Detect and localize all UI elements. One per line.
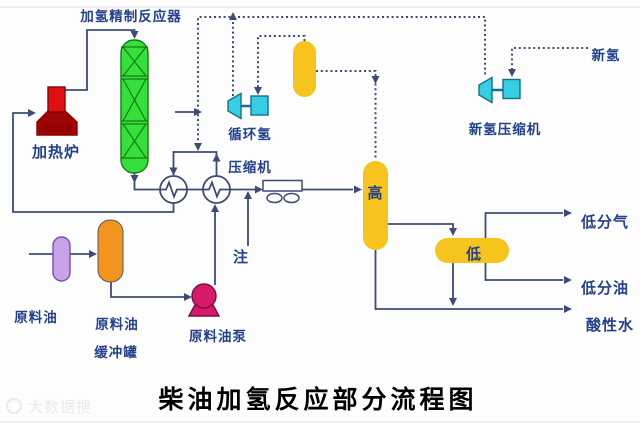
lp-gas-line: [484, 209, 572, 238]
pump-discharge-line: [211, 204, 219, 285]
reactor-label: 加氢精制反应器: [79, 8, 182, 24]
recycle-h2-drum: [293, 41, 316, 97]
furnace-label: 加热炉: [31, 143, 80, 161]
heat-exchanger-1: [159, 175, 188, 204]
makeup-hydrogen-compressor: [478, 76, 521, 104]
recycle-compressor-label-line2: 压缩机: [228, 159, 272, 175]
recycle-compressor-suction-line: [254, 35, 306, 95]
hp-separator-label: 高: [367, 184, 383, 202]
heating-furnace: [36, 86, 78, 136]
feed-tank-label-line1: 原料油: [95, 316, 139, 332]
hydrofining-reactor: [120, 39, 149, 174]
feed-pump: [187, 283, 221, 317]
feed-stream-label: 原料油: [14, 309, 58, 325]
injection-label: 注: [233, 248, 249, 266]
furnace-to-reactor-line: [65, 29, 139, 91]
svg-text:大数据搜: 大数据搜: [28, 399, 92, 416]
lp-gas-label: 低分气: [580, 213, 629, 231]
watermark: 大数据搜: [6, 398, 92, 416]
lp-oil-label: 低分油: [580, 279, 629, 297]
feed-buffer-tank: [97, 219, 124, 283]
exchanger-manifold-line: [169, 151, 221, 176]
hp-to-lp-line: [388, 223, 457, 236]
lp-separator: [435, 238, 509, 263]
makeup-h2-label: 新氢: [592, 47, 621, 63]
reactor-internals: [121, 46, 148, 159]
makeup-h2-suction-line: [508, 47, 588, 77]
heat-exchanger-2: [202, 175, 231, 204]
injection-line: [244, 191, 252, 246]
reactor-outlet-line: [130, 172, 160, 191]
makeup-compressor-label: 新氢压缩机: [469, 121, 542, 137]
sour-water-line: [374, 250, 572, 313]
air-cooler: [262, 179, 303, 204]
feed-filter: [52, 236, 71, 282]
diagram-title: 柴油加氢反应部分流程图: [158, 385, 477, 414]
hydrogen-header-line: [194, 12, 486, 151]
hp-overhead-gas-line: [316, 70, 380, 159]
lp-water-drain-line: [449, 263, 457, 306]
sour-water-label: 酸性水: [586, 316, 634, 334]
lp-separator-label: 低: [465, 245, 482, 263]
effluent-line: [187, 185, 362, 194]
tank-outlet-line: [110, 281, 192, 301]
recycle-compressor-label-line1: 循环氢: [228, 126, 272, 142]
reactor-quench-arrow: [175, 108, 202, 116]
feed-tank-label-line2: 缓冲罐: [94, 344, 138, 360]
feed-pump-label: 原料油泵: [189, 328, 247, 344]
lp-oil-line: [484, 263, 572, 284]
furnace-feed-loop-line: [12, 109, 175, 213]
hp-separator: [363, 161, 388, 250]
recycle-hydrogen-compressor: [227, 92, 269, 120]
